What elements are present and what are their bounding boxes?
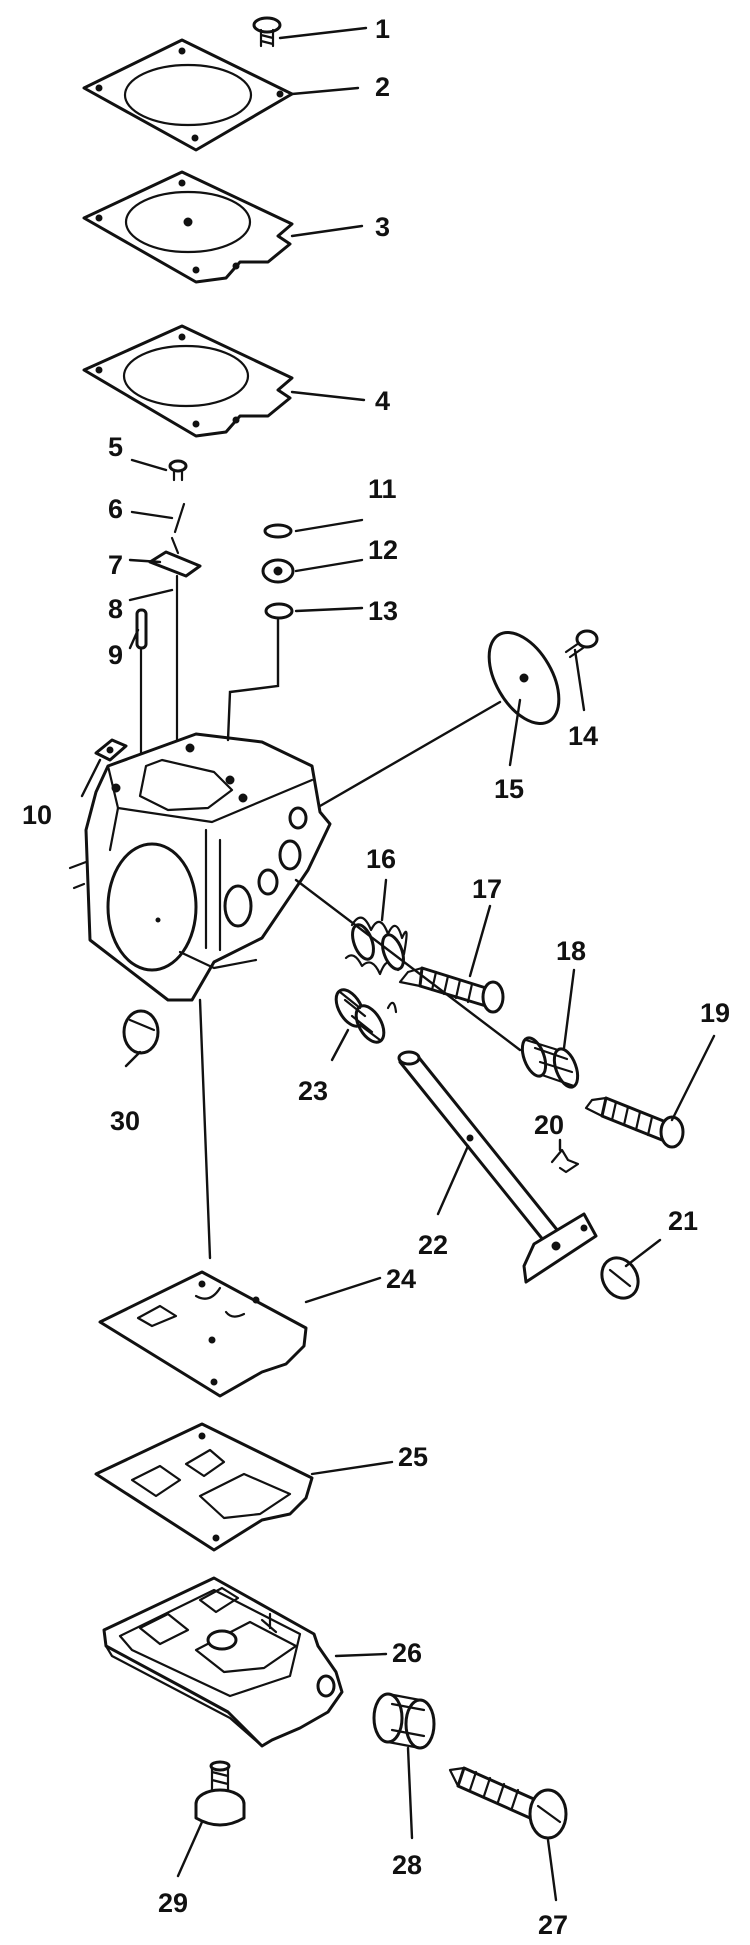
- part-28-spring: [372, 1692, 436, 1750]
- callout-6: 6: [108, 494, 123, 524]
- callout-15: 15: [494, 774, 524, 804]
- part-18-spring: [520, 1036, 580, 1089]
- callout-28: 28: [392, 1850, 422, 1880]
- part-4-gasket: [82, 324, 294, 438]
- assembly-lines: [198, 618, 522, 1260]
- part-23-spring: [334, 988, 398, 1044]
- part-26-pump-cover: [102, 1576, 344, 1748]
- callout-numbers: 1 2 3 4 5 6 7 8 9 10 11 12 13 14 15 16 1…: [22, 14, 730, 1940]
- part-27-adjusting-screw: [448, 1766, 568, 1840]
- carburetor-body: [68, 732, 332, 1002]
- part-22-throttle-shaft: [397, 1050, 598, 1284]
- part-15-cover-plate: [487, 630, 561, 726]
- callout-30: 30: [110, 1106, 140, 1136]
- callout-21: 21: [668, 1206, 698, 1236]
- callout-7: 7: [108, 550, 123, 580]
- callout-8: 8: [108, 594, 123, 624]
- part-3-diaphragm: [82, 170, 294, 284]
- part-13-o-ring: [264, 602, 294, 620]
- part-12-inlet-fitting: [261, 558, 295, 584]
- callout-leaders: [80, 26, 716, 1902]
- callout-4: 4: [375, 386, 390, 416]
- callout-16: 16: [366, 844, 396, 874]
- part-10-clip: [94, 738, 128, 762]
- part-29-screw: [194, 1760, 246, 1827]
- callout-17: 17: [472, 874, 502, 904]
- part-6-pin: [173, 502, 186, 534]
- part-5-screw: [168, 459, 188, 482]
- callout-2: 2: [375, 72, 390, 102]
- callout-19: 19: [700, 998, 730, 1028]
- callout-23: 23: [298, 1076, 328, 1106]
- part-24-gasket: [98, 1270, 308, 1398]
- part-9-inlet-needle: [135, 608, 148, 777]
- part-20-clip: [550, 1148, 580, 1174]
- callout-14: 14: [568, 721, 598, 751]
- callout-5: 5: [108, 432, 123, 462]
- callout-1: 1: [375, 14, 390, 44]
- callout-24: 24: [386, 1264, 416, 1294]
- part-2-gasket: [82, 38, 294, 152]
- callout-29: 29: [158, 1888, 188, 1918]
- callout-11: 11: [368, 474, 397, 504]
- callout-20: 20: [534, 1110, 564, 1140]
- part-17-idle-screw: [398, 966, 505, 1014]
- part-19-mixture-screw: [584, 1096, 685, 1149]
- callout-3: 3: [375, 212, 390, 242]
- part-21-bushing: [600, 1256, 640, 1300]
- callout-13: 13: [368, 596, 398, 626]
- callout-18: 18: [556, 936, 586, 966]
- callout-12: 12: [368, 535, 398, 565]
- callout-25: 25: [398, 1442, 428, 1472]
- part-14-screw: [564, 629, 599, 659]
- part-25-diaphragm: [94, 1422, 314, 1552]
- callout-22: 22: [418, 1230, 448, 1260]
- part-1-screw: [252, 16, 282, 48]
- callout-9: 9: [108, 640, 123, 670]
- callout-27: 27: [538, 1910, 568, 1940]
- part-7-metering-lever: [148, 536, 202, 578]
- part-30-plug: [122, 1009, 160, 1055]
- part-11-o-ring: [263, 523, 293, 539]
- callout-26: 26: [392, 1638, 422, 1668]
- callout-10: 10: [22, 800, 52, 830]
